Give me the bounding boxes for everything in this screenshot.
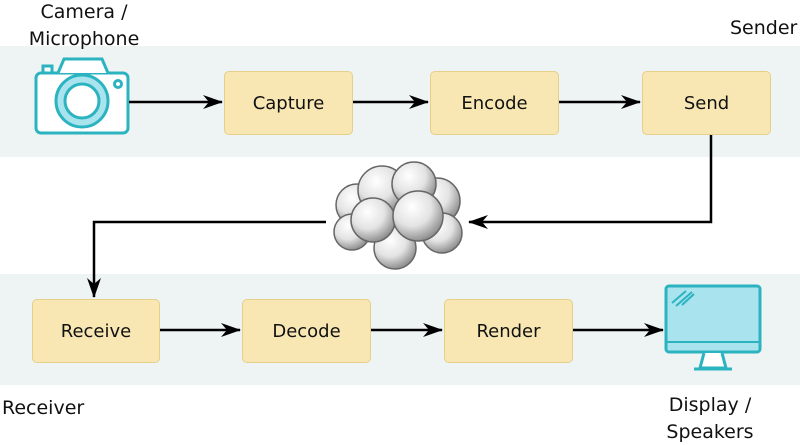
sender-label: Sender (730, 17, 798, 39)
monitor-icon (664, 284, 762, 371)
receiver-label: Receiver (2, 397, 85, 419)
display-label-line2: Speakers (666, 421, 754, 443)
decode-step: Decode (242, 299, 371, 363)
encode-step: Encode (430, 71, 559, 135)
receive-step: Receive (32, 299, 160, 363)
send-step: Send (642, 71, 771, 135)
display-label-line1: Display / (668, 394, 752, 416)
arrow-cloud-to-receive (87, 220, 326, 298)
cloud-icon (333, 161, 463, 270)
capture-step: Capture (224, 71, 353, 135)
camera-icon (34, 57, 130, 135)
arrow-send-to-cloud (468, 135, 713, 229)
render-step: Render (444, 299, 573, 363)
camera-label-line2: Microphone (28, 28, 140, 50)
camera-label-line1: Camera / (40, 1, 128, 23)
